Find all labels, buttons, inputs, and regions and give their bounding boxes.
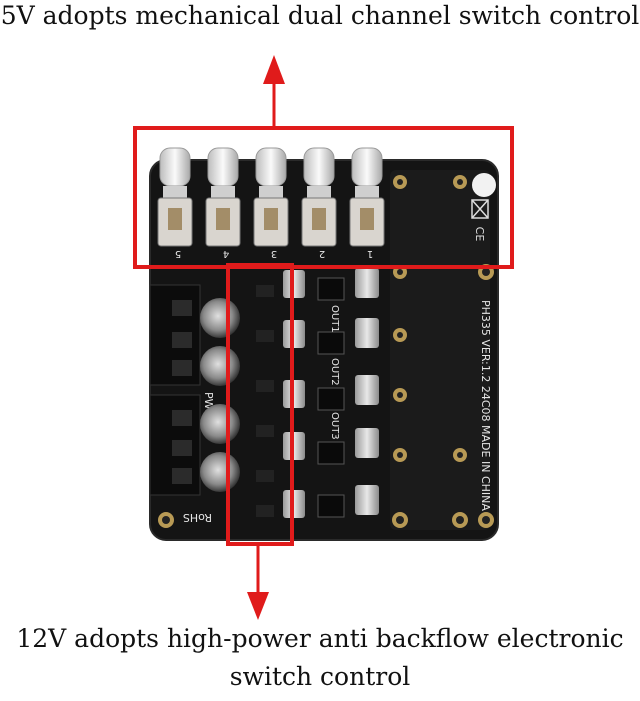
board-model-text: PH335 VER:1.2 24C08 MADE IN CHINA [479, 300, 492, 511]
output-headers [317, 277, 345, 518]
bottom-caption-line1: 12V adopts high-power anti backflow elec… [16, 624, 624, 653]
switch-4 [205, 147, 241, 247]
switch-5 [157, 147, 193, 247]
switch-highlight-box [133, 126, 514, 269]
switch-number-5: 5 [175, 248, 181, 259]
up-arrow [263, 55, 285, 128]
left-power-connectors [149, 284, 201, 496]
switch-number-2: 2 [319, 248, 325, 259]
mechanical-switches [157, 147, 385, 247]
rohs-label: RoHS [183, 511, 212, 524]
mosfet-highlight-box [226, 263, 294, 546]
down-arrow [247, 544, 269, 620]
switch-3 [253, 147, 289, 247]
out2-label: OUT2 [329, 358, 340, 386]
svg-text:CE: CE [473, 227, 486, 242]
top-caption: 5V adopts mechanical dual channel switch… [0, 1, 640, 30]
switch-number-1: 1 [367, 248, 373, 259]
small-capacitors [283, 268, 379, 518]
mosfet-strip [256, 285, 274, 517]
switch-1 [349, 147, 385, 247]
bottom-caption-line2: switch control [229, 662, 411, 691]
switch-2 [301, 147, 337, 247]
out3-label: OUT3 [329, 412, 340, 440]
bottom-caption: 12V adopts high-power anti backflow elec… [0, 620, 640, 696]
out1-label: OUT1 [329, 305, 340, 333]
switch-number-3: 3 [271, 248, 277, 259]
switch-number-4: 4 [223, 248, 229, 259]
